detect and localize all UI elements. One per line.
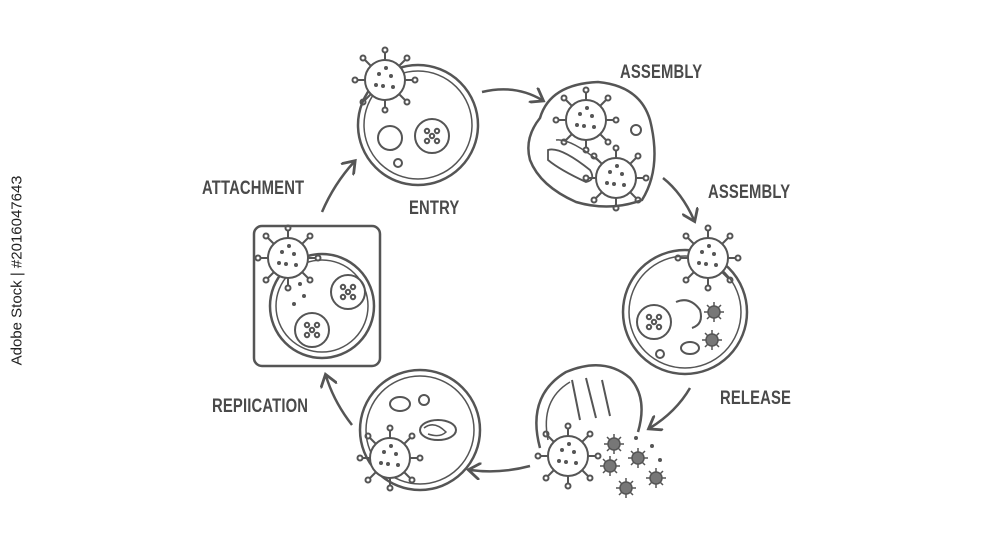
stock-id-vertical-text: Adobe Stock | #201604764З: [8, 175, 26, 366]
cycle-arrows: [322, 89, 694, 471]
entry-cell: [351, 46, 480, 187]
label-assembly-top: ASSEMBLY: [620, 62, 703, 83]
bottom-cell: [356, 368, 482, 492]
arrow-bottom-to-replication: [326, 376, 353, 426]
arrow-release-to-bottom: [470, 466, 531, 471]
release-cell: [534, 364, 668, 500]
label-assembly-right: ASSEMBLY: [708, 182, 791, 203]
arrow-entry-to-assembly: [481, 89, 542, 100]
label-replication: REPIICATION: [212, 396, 309, 417]
assembly-cell-2: [621, 224, 749, 376]
label-attachment: ATTACHMENT: [202, 178, 305, 199]
label-entry: ENTRY: [409, 198, 460, 219]
arrow-assembly-to-assembly: [662, 177, 694, 220]
attachment-box: [252, 224, 382, 368]
assembly-cell-1: [527, 80, 656, 212]
arrow-attachment-to-entry: [320, 162, 354, 213]
label-release: RELEASE: [720, 388, 792, 409]
arrow-to-release: [650, 387, 692, 428]
